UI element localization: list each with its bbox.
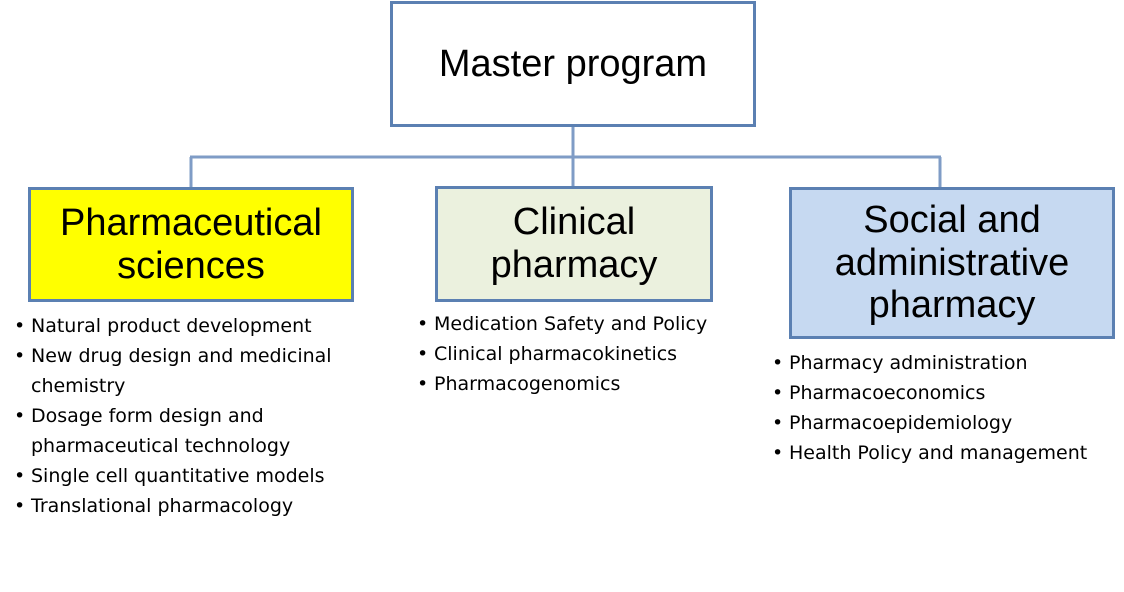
branch-title-line: pharmacy (868, 284, 1036, 327)
branch-title-line: administrative (834, 241, 1070, 284)
list-item: Translational pharmacology (14, 491, 384, 521)
branch-title-line: pharmacy (490, 244, 658, 286)
branch-title-line: Pharmaceutical (60, 201, 322, 244)
pharmaceutical-sciences-topic-list: Natural product development New drug des… (14, 311, 384, 521)
list-item: Single cell quantitative models (14, 461, 384, 491)
list-item: Pharmacogenomics (417, 369, 747, 399)
list-item: Pharmacoeconomics (772, 378, 1117, 408)
list-item: Pharmacy administration (772, 348, 1117, 378)
root-node-master-program: Master program (390, 1, 756, 127)
branch-node-pharmaceutical-sciences: Pharmaceutical sciences (28, 187, 354, 302)
branch-title-line: Social and (863, 199, 1041, 242)
branch-title-line: sciences (117, 244, 265, 287)
branch-node-social-administrative-pharmacy: Social and administrative pharmacy (789, 187, 1115, 339)
list-item: Clinical pharmacokinetics (417, 339, 747, 369)
social-administrative-pharmacy-topic-list: Pharmacy administration Pharmacoeconomic… (772, 348, 1117, 468)
list-item: Health Policy and management (772, 438, 1117, 468)
list-item: Pharmacoepidemiology (772, 408, 1117, 438)
list-item: Dosage form design and pharmaceutical te… (14, 401, 384, 461)
list-item: Medication Safety and Policy (417, 309, 747, 339)
root-node-label: Master program (438, 42, 708, 85)
branch-node-clinical-pharmacy: Clinical pharmacy (435, 186, 713, 302)
list-item: New drug design and medicinal chemistry (14, 341, 384, 401)
clinical-pharmacy-topic-list: Medication Safety and Policy Clinical ph… (417, 309, 747, 399)
list-item: Natural product development (14, 311, 384, 341)
branch-title-line: Clinical (512, 201, 636, 244)
